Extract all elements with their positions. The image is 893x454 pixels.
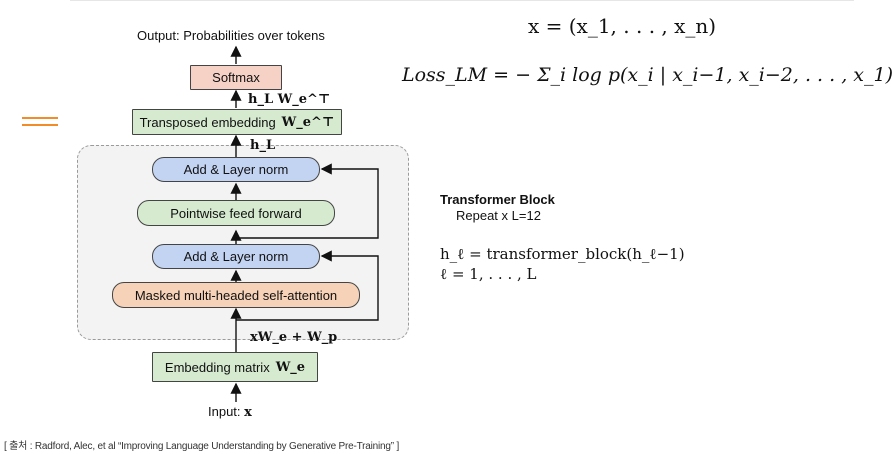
transposed-embedding-label: Transposed embedding <box>139 114 276 130</box>
add-norm-bottom-label: Add & Layer norm <box>183 249 289 264</box>
input-label: Input: x <box>208 404 252 420</box>
input-math: x <box>244 405 252 420</box>
ffn-box: Pointwise feed forward <box>137 200 335 226</box>
softmax-box: Softmax <box>190 65 282 90</box>
transformer-block-subtitle: Repeat x L=12 <box>456 208 541 223</box>
menu-icon-line[interactable] <box>22 124 58 126</box>
add-norm-bottom-box: Add & Layer norm <box>152 244 320 269</box>
transformer-block-title: Transformer Block <box>440 192 555 207</box>
embedding-matrix-box: Embedding matrix W_e <box>152 352 318 382</box>
add-norm-top-box: Add & Layer norm <box>152 157 320 182</box>
softmax-label: Softmax <box>212 70 260 85</box>
add-norm-top-label: Add & Layer norm <box>183 162 289 177</box>
residual-ffn <box>236 163 379 239</box>
top-divider <box>70 0 854 1</box>
input-text: Input: <box>208 404 241 419</box>
ffn-label: Pointwise feed forward <box>170 205 302 221</box>
embed-sum-label: xW_e + W_p <box>250 330 338 345</box>
menu-icon-line[interactable] <box>22 117 58 119</box>
transposed-embedding-box: Transposed embedding W_e^⊤ <box>132 109 342 135</box>
x-definition-equation: x = (x_1, . . . , x_n) <box>528 14 717 38</box>
hl-we-label: h_L W_e^⊤ <box>248 92 331 107</box>
transformer-eq-2: ℓ = 1, . . . , L <box>440 265 537 283</box>
attention-label: Masked multi-headed self-attention <box>134 287 338 303</box>
source-caption: [ 출처 : Radford, Alec, et al “Improving L… <box>4 441 400 452</box>
diagram-arrows <box>230 45 379 402</box>
hl-label: h_L <box>250 138 276 153</box>
transformer-eq-1: h_ℓ = transformer_block(h_ℓ−1) <box>440 245 685 263</box>
residual-attention <box>236 250 379 321</box>
embedding-matrix-label: Embedding matrix <box>164 359 270 375</box>
output-label: Output: Probabilities over tokens <box>137 28 325 43</box>
attention-box: Masked multi-headed self-attention <box>112 282 360 308</box>
embedding-matrix-math: W_e <box>275 359 306 375</box>
loss-equation: Loss_LM = − Σ_i log p(x_i | x_i−1, x_i−2… <box>402 64 893 86</box>
transposed-embedding-math: W_e^⊤ <box>281 114 335 130</box>
